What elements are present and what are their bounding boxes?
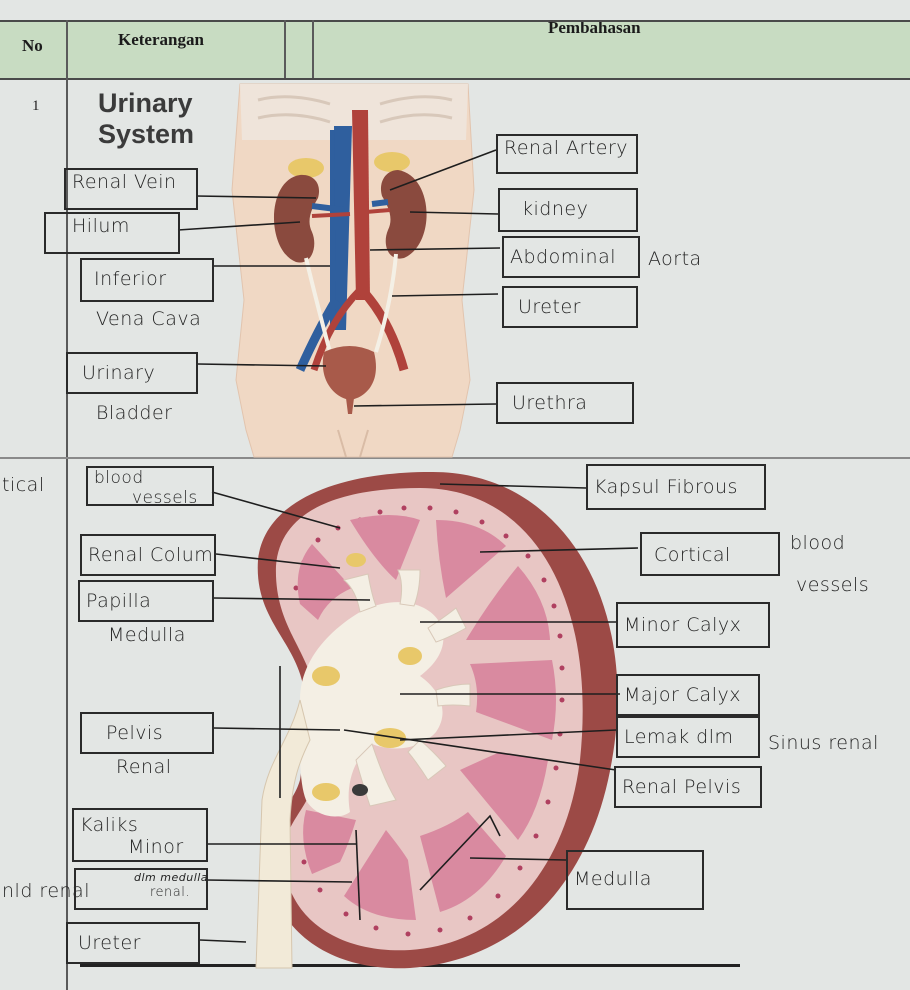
label-box-minor-calyx: Minor Calyx <box>616 602 770 648</box>
label-vena-cava: Vena Cava <box>96 310 201 329</box>
label-pelvis: Pelvis <box>82 714 212 746</box>
title-line-2: System <box>98 119 194 150</box>
label-box-renal-colum: Renal Colum <box>80 534 216 576</box>
label-kapsul-fibrous: Kapsul Fibrous <box>588 466 764 500</box>
label-vessels: vessels <box>88 490 212 510</box>
label-box-cortical: Cortical <box>640 532 780 576</box>
label-dlm-medulla: dlm medulla <box>76 870 206 886</box>
label-hilum: Hilum <box>46 214 178 239</box>
label-box-ureter-2: Ureter <box>66 922 200 964</box>
label-renal-small: renal. <box>76 886 206 902</box>
label-blood-right: blood <box>790 534 845 553</box>
label-box-renal-pelvis: Renal Pelvis <box>614 766 762 808</box>
label-vessels-right: vessels <box>796 576 869 595</box>
label-minor-calyx: Minor Calyx <box>618 604 768 638</box>
label-major-calyx: Major Calyx <box>618 676 758 708</box>
label-kidney: kidney <box>500 190 636 222</box>
label-kaliks: Kaliks <box>74 810 206 838</box>
label-box-urethra: Urethra <box>496 382 634 424</box>
label-box-lemak: Lemak dlm <box>616 716 760 758</box>
label-box-dlm-medulla: dlm medulla renal. <box>74 868 208 910</box>
label-box-abdominal: Abdominal <box>502 236 640 278</box>
label-urinary: Urinary <box>68 354 196 386</box>
label-renal-pelvis: Renal Pelvis <box>616 768 760 800</box>
label-papilla: Papilla <box>80 582 212 614</box>
label-medulla-sub: Medulla <box>108 626 186 645</box>
label-urethra: Urethra <box>498 384 632 416</box>
label-box-major-calyx: Major Calyx <box>616 674 760 716</box>
label-minor: Minor <box>74 838 206 860</box>
label-aorta: Aorta <box>648 250 702 269</box>
label-inferior: Inferior <box>82 260 212 292</box>
torso-illustration <box>232 84 474 457</box>
urinary-system-title: Urinary System <box>98 88 194 150</box>
label-box-blood-vessels: blood vessels <box>86 466 214 506</box>
title-line-1: Urinary <box>98 88 194 119</box>
label-medulla: Medulla <box>568 852 702 892</box>
label-renal-vein: Renal Vein <box>66 170 196 195</box>
label-box-kaliks: Kaliks Minor <box>72 808 208 862</box>
label-box-hilum: Hilum <box>44 212 180 254</box>
label-ureter-1: Ureter <box>504 288 636 320</box>
label-box-ureter-1: Ureter <box>502 286 638 328</box>
label-renal-sub: Renal <box>116 758 172 777</box>
label-box-papilla: Papilla <box>78 580 214 622</box>
label-cortical: Cortical <box>642 534 778 568</box>
margin-text-top: tical <box>2 476 45 495</box>
label-lemak: Lemak dlm <box>618 718 758 750</box>
label-box-inferior: Inferior <box>80 258 214 302</box>
label-sinus-renal: Sinus renal <box>768 734 879 753</box>
label-ureter-2: Ureter <box>68 924 198 956</box>
label-blood: blood <box>88 468 212 490</box>
label-renal-artery: Renal Artery <box>498 136 636 161</box>
label-box-urinary: Urinary <box>66 352 198 394</box>
label-box-renal-artery: Renal Artery <box>496 134 638 174</box>
label-box-renal-vein: Renal Vein <box>64 168 198 210</box>
kidney-illustration <box>256 472 618 968</box>
label-bladder: Bladder <box>96 404 173 423</box>
label-renal-colum: Renal Colum <box>82 536 214 568</box>
label-box-medulla: Medulla <box>566 850 704 910</box>
label-box-pelvis: Pelvis <box>80 712 214 754</box>
label-box-kapsul-fibrous: Kapsul Fibrous <box>586 464 766 510</box>
label-box-kidney: kidney <box>498 188 638 232</box>
label-abdominal: Abdominal <box>504 238 638 270</box>
